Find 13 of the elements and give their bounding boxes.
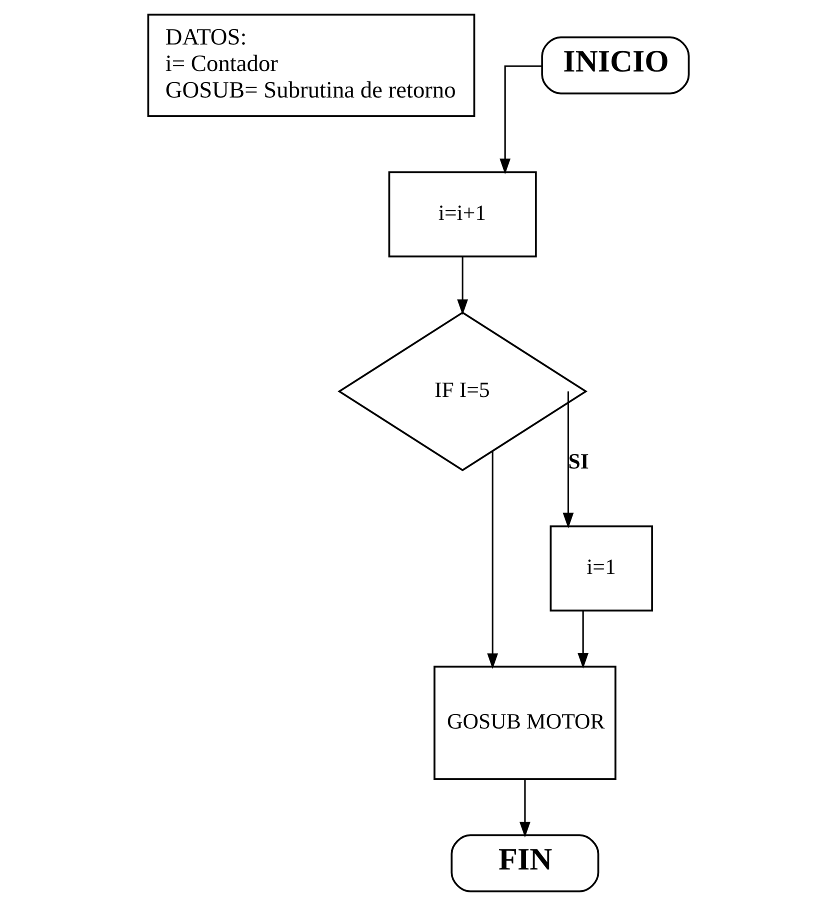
- node-box: i=i+1: [388, 171, 537, 258]
- node-box: GOSUB MOTOR: [434, 666, 616, 780]
- arrow: [500, 65, 542, 174]
- node-box: i=1: [550, 525, 654, 612]
- node-box: INICIO: [541, 36, 690, 94]
- arrow: [578, 610, 589, 669]
- arrow: [487, 451, 498, 669]
- arrow: [520, 779, 530, 838]
- node-box: DATOS: i= Contador GOSUB= Subrutina de retorno: [147, 14, 476, 117]
- arrow: [562, 391, 574, 528]
- node-box: FIN: [450, 834, 600, 892]
- edge-label: SI: [568, 449, 589, 474]
- arrow: [457, 256, 468, 315]
